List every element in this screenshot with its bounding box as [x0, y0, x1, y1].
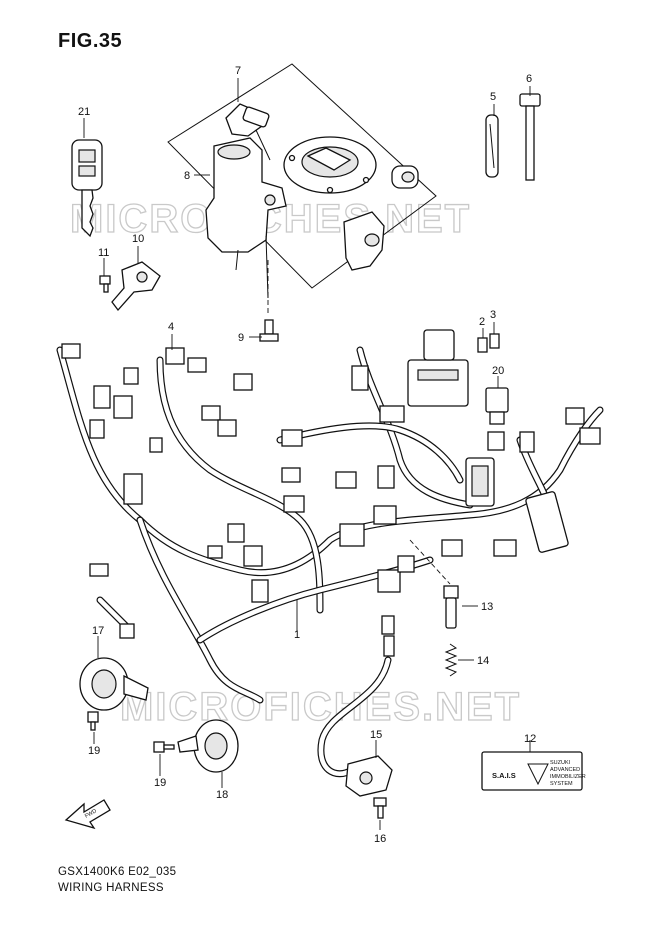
sticker-line1-text: ADVANCED — [550, 767, 580, 773]
harness-connector[interactable] — [335, 471, 357, 489]
part-17-horn[interactable] — [79, 657, 149, 711]
harness-connector[interactable] — [251, 579, 269, 603]
harness-connector[interactable] — [113, 395, 133, 419]
callout-4: 4 — [168, 321, 174, 333]
harness-connector[interactable] — [441, 539, 463, 557]
harness-connector[interactable] — [281, 429, 303, 447]
figure-title: FIG.35 — [58, 30, 123, 52]
watermark-bottom: MICROFICHES.NET — [120, 685, 521, 729]
model-code: GSX1400K6 E02_035 — [58, 866, 177, 878]
part-5-clamp[interactable] — [485, 114, 499, 178]
harness-connector[interactable] — [61, 343, 81, 359]
harness-connector[interactable] — [165, 347, 185, 365]
harness-connector[interactable] — [383, 635, 395, 657]
ecm-connector[interactable] — [525, 491, 569, 553]
callout-1: 1 — [294, 629, 300, 641]
callout-15: 15 — [370, 729, 382, 741]
harness-connector[interactable] — [207, 545, 223, 559]
harness-connector[interactable] — [351, 365, 369, 391]
callout-12: 12 — [524, 733, 536, 745]
part-11-screw[interactable] — [99, 275, 111, 293]
diagram-caption: WIRING HARNESS — [58, 882, 164, 894]
callout-19: 19 — [154, 777, 166, 789]
part-21-key[interactable] — [71, 139, 103, 238]
callout-9: 9 — [238, 332, 244, 344]
part-2-fuse[interactable] — [477, 337, 488, 353]
part-10-bracket[interactable] — [111, 261, 161, 312]
part-16-screw[interactable] — [373, 797, 387, 819]
part-19-screw[interactable] — [87, 711, 99, 731]
callout-11: 11 — [98, 247, 109, 259]
harness-connector[interactable] — [187, 357, 207, 373]
sticker-brand-text: SUZUKI — [550, 760, 571, 766]
harness-connector[interactable] — [233, 373, 253, 391]
fuse-box[interactable] — [465, 457, 495, 507]
harness-connector[interactable] — [487, 431, 505, 451]
callout-2: 2 — [479, 316, 485, 328]
callout-7: 7 — [235, 65, 241, 77]
harness-connector[interactable] — [377, 569, 401, 593]
part-9-bolt[interactable] — [259, 319, 279, 342]
harness-connector[interactable] — [373, 505, 397, 525]
part-14-spring[interactable] — [444, 643, 458, 677]
forward-arrow-icon: FWD — [64, 799, 111, 830]
callout-10: 10 — [132, 233, 144, 245]
callout-5: 5 — [490, 91, 496, 103]
harness-connector[interactable] — [397, 555, 415, 573]
harness-connector[interactable] — [201, 405, 221, 421]
callout-21: 21 — [78, 106, 90, 118]
harness-connector[interactable] — [281, 467, 301, 483]
callout-17: 17 — [92, 625, 104, 637]
fwd-label: FWD — [84, 808, 98, 819]
harness-connector[interactable] — [123, 367, 139, 385]
sticker-line2-text: IMMOBILIZER — [550, 774, 586, 780]
seat-lock-cylinder[interactable] — [391, 165, 419, 189]
part-1-wiring-harness[interactable] — [56, 346, 604, 704]
harness-connector[interactable] — [89, 419, 105, 439]
callout-3: 3 — [490, 309, 496, 321]
part-20-relay[interactable] — [485, 387, 509, 425]
part-8-ignition-switch[interactable] — [205, 103, 287, 299]
part-3-fuse[interactable] — [489, 333, 500, 349]
callout-20: 20 — [492, 365, 504, 377]
harness-connector[interactable] — [519, 431, 535, 453]
harness-connector[interactable] — [89, 563, 109, 577]
part-12-sais-sticker[interactable]: S.A.I.S SUZUKI ADVANCED IMMOBILIZER SYST… — [481, 751, 586, 791]
harness-connector[interactable] — [119, 623, 135, 639]
part-15-sensor[interactable] — [317, 656, 393, 797]
harness-connector[interactable] — [283, 495, 305, 513]
harness-connector[interactable] — [93, 385, 111, 409]
harness-connector[interactable] — [217, 419, 237, 437]
helmet-lock[interactable] — [343, 211, 385, 271]
callout-13: 13 — [481, 601, 493, 613]
callout-6: 6 — [526, 73, 532, 85]
part-19-screw[interactable] — [153, 741, 175, 753]
harness-connector[interactable] — [243, 545, 263, 567]
harness-connector[interactable] — [579, 427, 601, 445]
harness-connector[interactable] — [493, 539, 517, 557]
main-relay-block[interactable] — [407, 329, 469, 407]
fuel-cap[interactable] — [283, 136, 377, 194]
callout-18: 18 — [216, 789, 228, 801]
harness-connector[interactable] — [227, 523, 245, 543]
harness-connector[interactable] — [123, 473, 143, 505]
sticker-line3-text: SYSTEM — [550, 781, 573, 787]
harness-connector[interactable] — [377, 465, 395, 489]
harness-connector[interactable] — [381, 615, 395, 635]
sticker-main-text: S.A.I.S — [492, 771, 516, 780]
harness-connector[interactable] — [379, 405, 405, 423]
harness-connector[interactable] — [339, 523, 365, 547]
harness-connector[interactable] — [565, 407, 585, 425]
part-13-stop-switch[interactable] — [443, 585, 459, 629]
callout-14: 14 — [477, 655, 489, 667]
part-18-horn[interactable] — [177, 719, 239, 773]
callout-19: 19 — [88, 745, 100, 757]
callout-16: 16 — [374, 833, 386, 845]
part-6-cable-tie[interactable] — [519, 93, 541, 181]
harness-connector[interactable] — [149, 437, 163, 453]
callout-8: 8 — [184, 170, 190, 182]
